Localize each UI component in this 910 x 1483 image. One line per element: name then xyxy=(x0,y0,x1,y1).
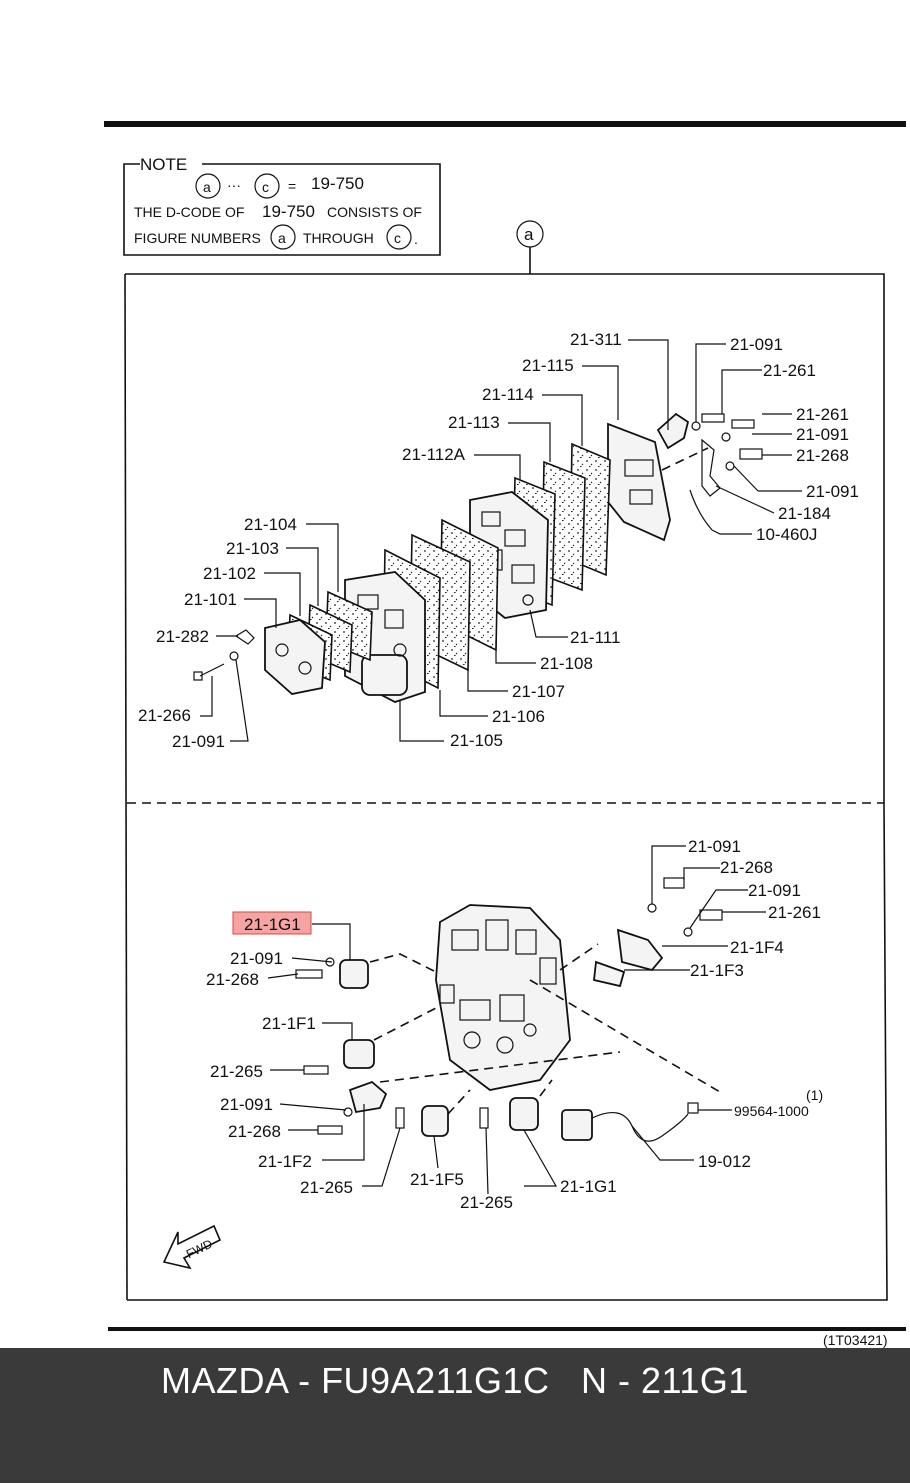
note-equals: = xyxy=(288,178,296,194)
circle-c-icon xyxy=(254,173,280,199)
label-21-091: 21-091 xyxy=(230,949,283,968)
lower-labels: 21-1G1 21-091 21-268 21-1F1 21-265 21-09… xyxy=(206,837,823,1212)
label-21-1F5: 21-1F5 xyxy=(410,1170,464,1189)
group-marker: a xyxy=(516,220,544,274)
label-21-184: 21-184 xyxy=(778,504,831,523)
label-21-091: 21-091 xyxy=(730,335,783,354)
label-21-091: 21-091 xyxy=(748,881,801,900)
label-21-268: 21-268 xyxy=(206,970,259,989)
footer-title: MAZDA - FU9A211G1C N - 211G1 xyxy=(0,1360,910,1402)
footer-n-code: 211G1 xyxy=(641,1360,749,1401)
label-21-113: 21-113 xyxy=(448,413,500,432)
label-21-091: 21-091 xyxy=(688,837,741,856)
label-21-112A: 21-112A xyxy=(402,445,466,464)
label-21-114: 21-114 xyxy=(482,385,534,404)
label-21-107: 21-107 xyxy=(512,682,565,701)
footer-n-prefix: N xyxy=(581,1360,608,1401)
note-line2-code: 19-750 xyxy=(262,202,315,221)
footer-part-number: FU9A211G1C xyxy=(321,1360,550,1401)
note-line3-a: FIGURE NUMBERS xyxy=(134,230,261,246)
diagram-frame xyxy=(124,273,888,1301)
label-21-268: 21-268 xyxy=(796,446,849,465)
label-21-1G1: 21-1G1 xyxy=(560,1177,617,1196)
label-21-1F3: 21-1F3 xyxy=(690,961,744,980)
note-heading: NOTE xyxy=(140,155,187,174)
lower-solenoid-assembly xyxy=(295,877,723,1142)
fwd-arrow-icon: FWD xyxy=(162,1224,222,1270)
label-21-091: 21-091 xyxy=(806,482,859,501)
label-21-106: 21-106 xyxy=(492,707,545,726)
note-line2-a: THE D-CODE OF xyxy=(134,204,244,220)
note-range-start: a xyxy=(203,179,211,195)
label-21-261: 21-261 xyxy=(763,361,816,380)
label-21-104: 21-104 xyxy=(244,515,297,534)
label-21-265: 21-265 xyxy=(460,1193,513,1212)
label-21-115: 21-115 xyxy=(522,356,574,375)
label-21-261: 21-261 xyxy=(796,405,849,424)
label-21-091: 21-091 xyxy=(796,425,849,444)
bottom-rule xyxy=(108,1327,906,1331)
group-marker-label: a xyxy=(524,225,534,244)
label-21-268: 21-268 xyxy=(720,858,773,877)
label-21-103: 21-103 xyxy=(226,539,279,558)
label-21-311: 21-311 xyxy=(570,330,622,349)
footer-separator: - xyxy=(607,1360,642,1401)
label-qty: (1) xyxy=(806,1087,823,1103)
fwd-label: FWD xyxy=(184,1236,215,1261)
label-21-265: 21-265 xyxy=(210,1062,263,1081)
label-21-105: 21-105 xyxy=(450,731,503,750)
note-line3-period: . xyxy=(414,231,418,247)
upper-leaders xyxy=(200,339,802,742)
footer-separator: - xyxy=(287,1360,322,1401)
label-21-102: 21-102 xyxy=(203,564,256,583)
top-rule xyxy=(104,121,906,127)
note-range-end: c xyxy=(262,179,269,195)
lower-leaders xyxy=(267,845,766,1195)
label-21-108: 21-108 xyxy=(540,654,593,673)
note-line3-end: c xyxy=(394,230,401,246)
note-line2-b: CONSISTS OF xyxy=(327,204,422,220)
circle-a-icon xyxy=(270,224,296,250)
upper-labels: 21-311 21-115 21-114 21-113 21-112A 21-1… xyxy=(138,330,859,751)
footer-gap xyxy=(550,1360,582,1401)
label-21-091: 21-091 xyxy=(220,1095,273,1114)
label-21-101: 21-101 xyxy=(184,590,237,609)
upper-exploded-assembly xyxy=(193,412,763,703)
label-21-091: 21-091 xyxy=(172,732,225,751)
note-range-code: 19-750 xyxy=(311,174,364,193)
label-19-012: 19-012 xyxy=(698,1152,751,1171)
parts-diagram: NOTE a ··· c = 19-750 THE D-CODE OF 19-7… xyxy=(104,121,906,1348)
note-line3-start: a xyxy=(278,230,286,246)
label-21-1G1-highlighted: 21-1G1 xyxy=(244,915,301,934)
note-line3-b: THROUGH xyxy=(303,230,374,246)
label-21-111: 21-111 xyxy=(570,628,620,647)
circle-c-icon xyxy=(386,224,412,250)
label-21-1F4: 21-1F4 xyxy=(730,938,784,957)
label-10-460J: 10-460J xyxy=(756,525,817,544)
note-range-dots: ··· xyxy=(227,177,241,193)
label-21-268: 21-268 xyxy=(228,1122,281,1141)
label-21-282: 21-282 xyxy=(156,627,209,646)
label-21-266: 21-266 xyxy=(138,706,191,725)
footer-brand: MAZDA xyxy=(161,1360,288,1401)
highlight-box xyxy=(232,911,312,935)
label-21-1F2: 21-1F2 xyxy=(258,1152,312,1171)
label-21-261: 21-261 xyxy=(768,903,821,922)
label-21-265: 21-265 xyxy=(300,1178,353,1197)
footer-bar xyxy=(0,1348,910,1483)
label-21-1F1: 21-1F1 xyxy=(262,1014,316,1033)
circle-a-icon xyxy=(195,173,221,199)
drawing-code: (1T03421) xyxy=(823,1332,888,1348)
label-99564-1000: 99564-1000 xyxy=(734,1103,809,1119)
note-box: NOTE a ··· c = 19-750 THE D-CODE OF 19-7… xyxy=(123,155,441,256)
